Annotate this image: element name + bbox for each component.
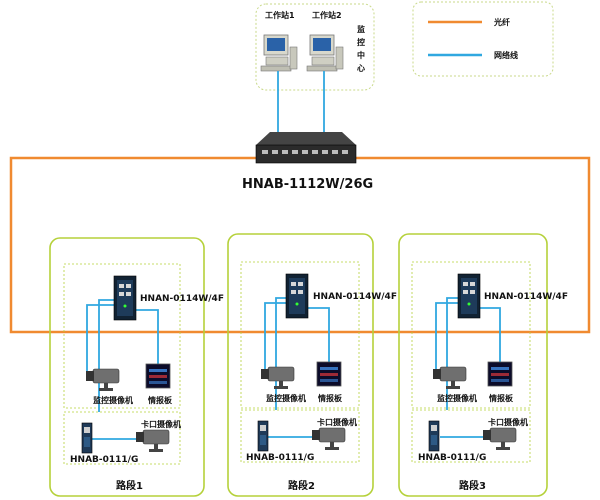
surveillance-camera-icon [85, 368, 120, 392]
segment-box [227, 233, 374, 497]
fiber-ring [9, 156, 591, 334]
checkpoint-device-icon [81, 422, 93, 454]
legend-fiber-label: 光纤 [493, 17, 510, 27]
segment-label: 路段2 [288, 479, 315, 492]
segment-box [49, 237, 205, 497]
legend-cable-label: 网络线 [494, 50, 518, 60]
segment-2: HNAN-0114W/4F 监控摄像机 情报板 卡口摄像机 HNAB-0111/… [227, 233, 397, 497]
checkpoint-device-icon [257, 420, 269, 452]
board-label: 情报板 [317, 393, 343, 403]
board-label: 情报板 [147, 395, 173, 405]
access-switch-model: HNAN-0114W/4F [484, 292, 568, 302]
checkpoint-device-model: HNAB-0111/G [246, 453, 314, 463]
access-switch-icon [285, 273, 309, 319]
segment-box [398, 233, 548, 497]
workstation-1-label: 工作站1 [265, 10, 295, 20]
checkpoint-box [63, 411, 181, 465]
segment-3: HNAN-0114W/4F 监控摄像机 情报板 卡口摄像机 HNAB-0111/… [398, 233, 568, 497]
info-board-icon [145, 363, 171, 389]
checkpoint-camera-icon [135, 429, 170, 453]
surveillance-camera-icon [260, 366, 295, 390]
surveillance-camera-icon [432, 366, 467, 390]
control-center-label-char: 中 [357, 50, 365, 60]
core-switch [255, 132, 357, 164]
camera-label: 监控摄像机 [437, 393, 477, 403]
checkpoint-camera-label: 卡口摄像机 [317, 417, 357, 427]
board-label: 情报板 [488, 393, 514, 403]
network-cable [134, 309, 159, 364]
checkpoint-camera-icon [482, 427, 517, 451]
network-cable [435, 302, 468, 370]
workstation-1-pc [260, 34, 298, 72]
legend-box [412, 1, 554, 77]
control-center-label-char: 心 [357, 63, 365, 73]
camera-label: 监控摄像机 [93, 395, 133, 405]
network-cable [477, 307, 501, 362]
network-cable [305, 307, 330, 362]
control-center-box [255, 3, 375, 91]
access-switch-icon [113, 275, 137, 321]
checkpoint-camera-icon [311, 427, 346, 451]
segment-1: HNAN-0114W/4F 监控摄像机 情报板 卡口摄像机 HNAB-0111/… [49, 237, 224, 497]
segment-label: 路段3 [459, 479, 486, 492]
access-switch-model: HNAN-0114W/4F [313, 292, 397, 302]
access-switch-icon [457, 273, 481, 319]
checkpoint-box [411, 409, 531, 463]
network-cable [264, 302, 296, 370]
checkpoint-device-model: HNAB-0111/G [418, 453, 486, 463]
checkpoint-camera-label: 卡口摄像机 [141, 419, 181, 429]
checkpoint-box [240, 409, 360, 463]
network-cable [86, 304, 124, 372]
checkpoint-camera-label: 卡口摄像机 [488, 417, 528, 427]
control-center-label: 监 控 中 心 [357, 24, 365, 73]
checkpoint-device-model: HNAB-0111/G [70, 455, 138, 465]
access-switch-model: HNAN-0114W/4F [140, 294, 224, 304]
workstation-2-pc [306, 34, 344, 72]
segment-inner-box [63, 263, 181, 409]
info-board-icon [316, 361, 342, 387]
core-switch-model: HNAB-1112W/26G [242, 177, 373, 192]
checkpoint-device-icon [428, 420, 440, 452]
camera-label: 监控摄像机 [266, 393, 306, 403]
segment-label: 路段1 [116, 479, 143, 492]
control-center-label-char: 监 [357, 24, 365, 34]
control-center-label-char: 控 [357, 37, 365, 47]
workstation-2-label: 工作站2 [312, 10, 342, 20]
info-board-icon [487, 361, 513, 387]
